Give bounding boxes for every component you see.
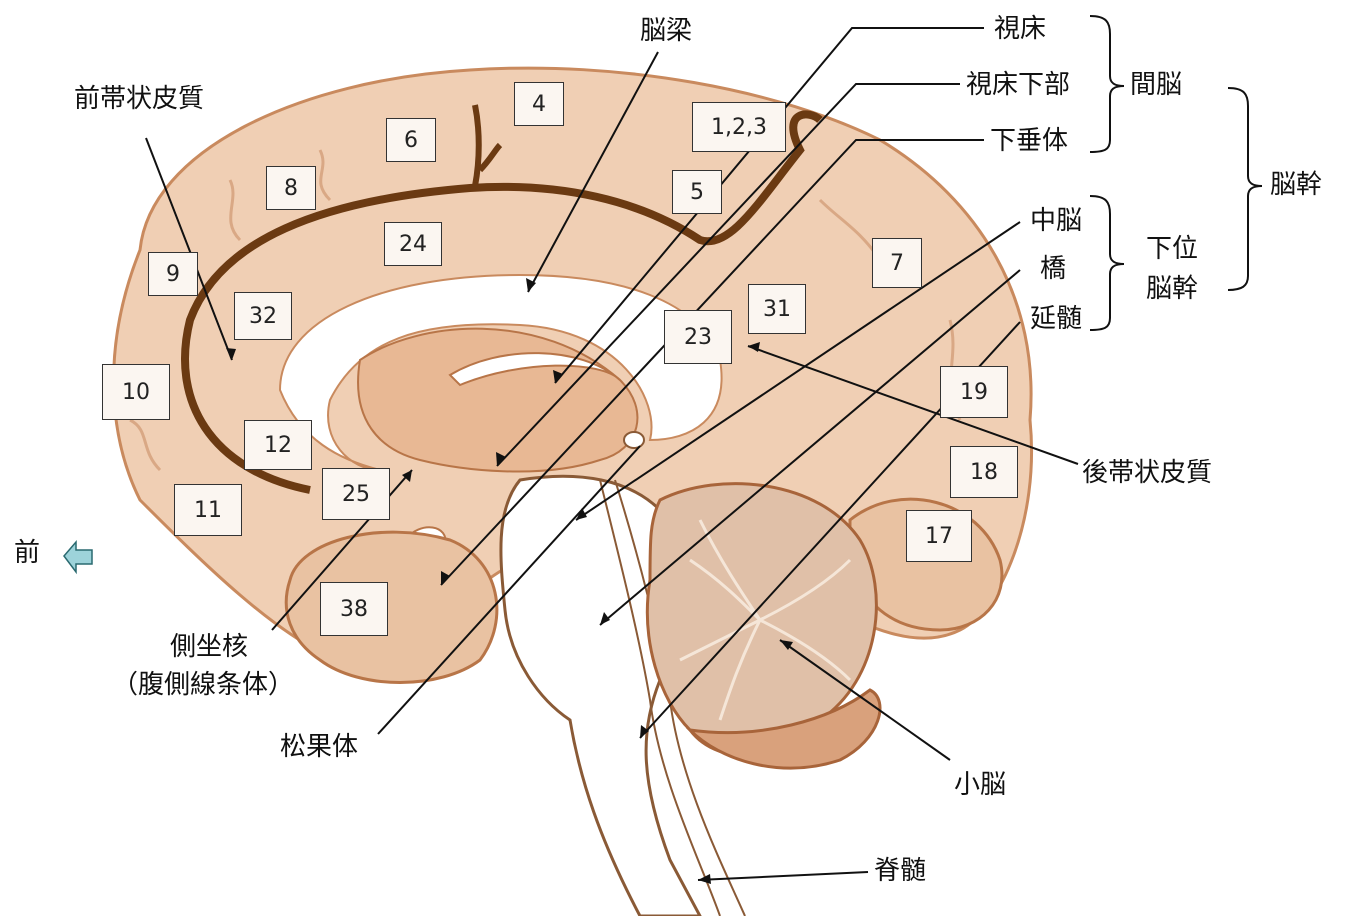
label-pituitary: 下垂体 bbox=[990, 128, 1068, 154]
area-box-10: 10 bbox=[102, 364, 170, 420]
label-diencephalon: 間脳 bbox=[1130, 72, 1182, 98]
area-box-32: 32 bbox=[234, 292, 292, 340]
label-posterior-cingulate: 後帯状皮質 bbox=[1082, 460, 1212, 486]
label-midbrain: 中脳 bbox=[1030, 208, 1082, 234]
label-anterior-cingulate: 前帯状皮質 bbox=[74, 86, 204, 112]
area-box-7: 7 bbox=[872, 238, 922, 288]
label-lower-brainstem-2: 脳幹 bbox=[1146, 276, 1198, 302]
area-box-38: 38 bbox=[320, 582, 388, 636]
label-thalamus: 視床 bbox=[994, 16, 1046, 42]
area-box-4: 4 bbox=[514, 82, 564, 126]
area-box-9: 9 bbox=[148, 252, 198, 296]
label-medulla: 延髄 bbox=[1030, 306, 1082, 332]
label-lower-brainstem-1: 下位 bbox=[1146, 236, 1198, 262]
area-box-1-2-3: 1,2,3 bbox=[692, 102, 786, 152]
area-box-31: 31 bbox=[748, 284, 806, 334]
area-box-17: 17 bbox=[906, 510, 972, 562]
label-corpus-callosum: 脳梁 bbox=[640, 18, 692, 44]
label-front: 前 bbox=[14, 540, 40, 566]
temporal-lobe-shape bbox=[286, 532, 497, 682]
area-box-11: 11 bbox=[174, 484, 242, 536]
label-cerebellum: 小脳 bbox=[954, 772, 1006, 798]
area-box-8: 8 bbox=[266, 166, 316, 210]
label-pons: 橋 bbox=[1040, 256, 1066, 282]
front-arrow-icon bbox=[64, 542, 92, 572]
area-box-19: 19 bbox=[940, 366, 1008, 418]
label-ventral-striatum: （腹側線条体） bbox=[112, 672, 294, 698]
area-box-18: 18 bbox=[950, 446, 1018, 498]
label-nucleus-accumbens: 側坐核 bbox=[170, 634, 248, 660]
area-box-24: 24 bbox=[384, 222, 442, 266]
area-box-25: 25 bbox=[322, 468, 390, 520]
area-box-6: 6 bbox=[386, 118, 436, 162]
area-box-5: 5 bbox=[672, 170, 722, 214]
label-brainstem: 脳幹 bbox=[1270, 172, 1322, 198]
label-hypothalamus: 視床下部 bbox=[966, 72, 1070, 98]
area-box-23: 23 bbox=[664, 310, 732, 364]
label-pineal: 松果体 bbox=[280, 734, 358, 760]
area-box-12: 12 bbox=[244, 420, 312, 470]
label-spinal-cord: 脊髄 bbox=[874, 858, 926, 884]
